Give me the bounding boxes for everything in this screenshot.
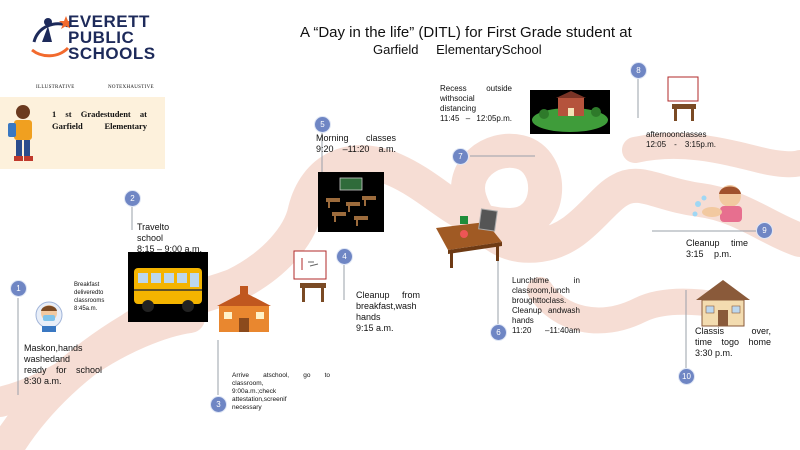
- student-icon: [8, 105, 33, 161]
- step-5-line-1: Morning classes: [316, 133, 396, 143]
- step-8-line-1: afternoonclasses: [646, 130, 707, 139]
- step-7-text: Recess outside withsocial distancing 11:…: [440, 84, 512, 124]
- step-badge-10[interactable]: 10: [678, 368, 695, 385]
- step-1-text: Maskon,hands washedand ready for school …: [24, 343, 102, 387]
- student-panel-line-2: Garfield Elementary: [52, 121, 147, 131]
- step-badge-7[interactable]: 7: [452, 148, 469, 165]
- handwash-icon: [690, 182, 750, 231]
- illustrative-label: ILLUSTRATIVE: [36, 85, 75, 90]
- step-4-line-2: breakfast,wash: [356, 301, 417, 311]
- student-panel: 1 st Gradestudent at Garfield Elementary: [0, 97, 165, 169]
- step-2-text: Travelto school 8:15 – 9:00 a.m.: [137, 222, 215, 255]
- step-3-line-5: necessary: [232, 404, 262, 411]
- breakfast-line-2: deliveredto: [74, 290, 104, 296]
- step-8-text: afternoonclasses 12:05 - 3:15p.m.: [646, 130, 716, 150]
- breakfast-line-4: 8:45a.m.: [74, 306, 98, 312]
- step-6-line-3: broughttoclass.: [512, 296, 567, 305]
- breakfast-note: Breakfast deliveredto classrooms 8:45a.m…: [74, 281, 124, 313]
- step-4-line-4: 9:15 a.m.: [356, 323, 394, 333]
- step-1-line-4: 8:30 a.m.: [24, 376, 62, 386]
- step-6-line-2: classroom,lunch: [512, 286, 570, 295]
- step-2-line-1: Travelto: [137, 222, 170, 232]
- logo-icon: [31, 16, 70, 58]
- breakfast-line-3: classrooms: [74, 298, 105, 304]
- step-7-line-3: distancing: [440, 104, 477, 113]
- page-title: A “Day in the life” (DITL) for First Gra…: [300, 24, 632, 41]
- step-badge-6[interactable]: 6: [490, 324, 507, 341]
- step-3-text: Arrive atschool, go to classroom, 9:00a.…: [232, 372, 330, 412]
- classroom-desks-icon: [318, 172, 384, 232]
- step-9-text: Cleanup time 3:15 p.m.: [686, 238, 748, 260]
- afternoon-desk-icon: [666, 76, 702, 129]
- step-6-text: Lunchtime in classroom,lunch broughttocl…: [512, 276, 580, 336]
- house-icon: [694, 278, 752, 333]
- school-building-icon: [215, 284, 273, 339]
- desk-board-icon: [292, 250, 336, 310]
- step-1-line-3: ready for school: [24, 365, 102, 375]
- logo-line-2: PUBLIC: [68, 28, 135, 47]
- step-3-line-3: 9:00a.m.;check: [232, 388, 277, 395]
- step-7-line-4: 11:45 – 12:05p.m.: [440, 114, 512, 123]
- step-badge-9[interactable]: 9: [756, 222, 773, 239]
- step-5-text: Morning classes 9:20 –11:20 a.m.: [316, 133, 396, 155]
- step-9-line-1: Cleanup time: [686, 238, 748, 248]
- step-5-line-2: 9:20 –11:20 a.m.: [316, 144, 396, 154]
- student-panel-line-1: 1 st Gradestudent at: [52, 109, 147, 119]
- step-4-line-1: Cleanup from: [356, 290, 420, 300]
- step-10-line-1: Classis over,: [695, 326, 771, 336]
- step-badge-2[interactable]: 2: [124, 190, 141, 207]
- step-4-line-3: hands: [356, 312, 381, 322]
- logo-line-3: SCHOOLS: [68, 44, 156, 63]
- step-badge-5[interactable]: 5: [314, 116, 331, 133]
- step-2-line-2: school: [137, 233, 164, 243]
- step-6-line-5: hands: [512, 316, 534, 325]
- page-subtitle: Garfield ElementarySchool: [373, 42, 542, 57]
- step-9-line-2: 3:15 p.m.: [686, 249, 732, 259]
- step-7-line-1: Recess outside: [440, 84, 512, 93]
- step-6-line-1: Lunchtime in: [512, 276, 580, 285]
- step-7-line-2: withsocial: [440, 94, 475, 103]
- recess-school-icon: [530, 90, 610, 134]
- step-10-text: Classis over, time togo home 3:30 p.m.: [695, 326, 771, 359]
- step-3-line-4: attestation,screenif: [232, 396, 287, 403]
- step-6-line-6: 11:20 –11:40am: [512, 326, 580, 335]
- logo-line-1: EVERETT: [68, 12, 150, 31]
- lunch-table-icon: [432, 208, 504, 275]
- breakfast-line-1: Breakfast: [74, 282, 100, 288]
- step-badge-1[interactable]: 1: [10, 280, 27, 297]
- district-logo[interactable]: EVERETT PUBLIC SCHOOLS: [28, 12, 158, 64]
- step-1-line-2: washedand: [24, 354, 71, 364]
- step-10-line-2: time togo home: [695, 337, 771, 347]
- step-4-text: Cleanup from breakfast,wash hands 9:15 a…: [356, 290, 420, 334]
- school-bus-icon: [128, 252, 208, 322]
- not-exhaustive-label: NOTEXHAUSTIVE: [108, 85, 154, 90]
- step-badge-3[interactable]: 3: [210, 396, 227, 413]
- step-8-line-2: 12:05 - 3:15p.m.: [646, 140, 716, 149]
- step-badge-4[interactable]: 4: [336, 248, 353, 265]
- step-1-line-1: Maskon,hands: [24, 343, 83, 353]
- step-2-line-3: 8:15 – 9:00 a.m.: [137, 244, 203, 254]
- step-3-line-2: classroom,: [232, 380, 264, 387]
- step-badge-8[interactable]: 8: [630, 62, 647, 79]
- masked-child-icon: [34, 300, 64, 339]
- step-6-line-4: Cleanup andwash: [512, 306, 580, 315]
- step-3-line-1: Arrive atschool, go to: [232, 372, 330, 379]
- step-10-line-3: 3:30 p.m.: [695, 348, 733, 358]
